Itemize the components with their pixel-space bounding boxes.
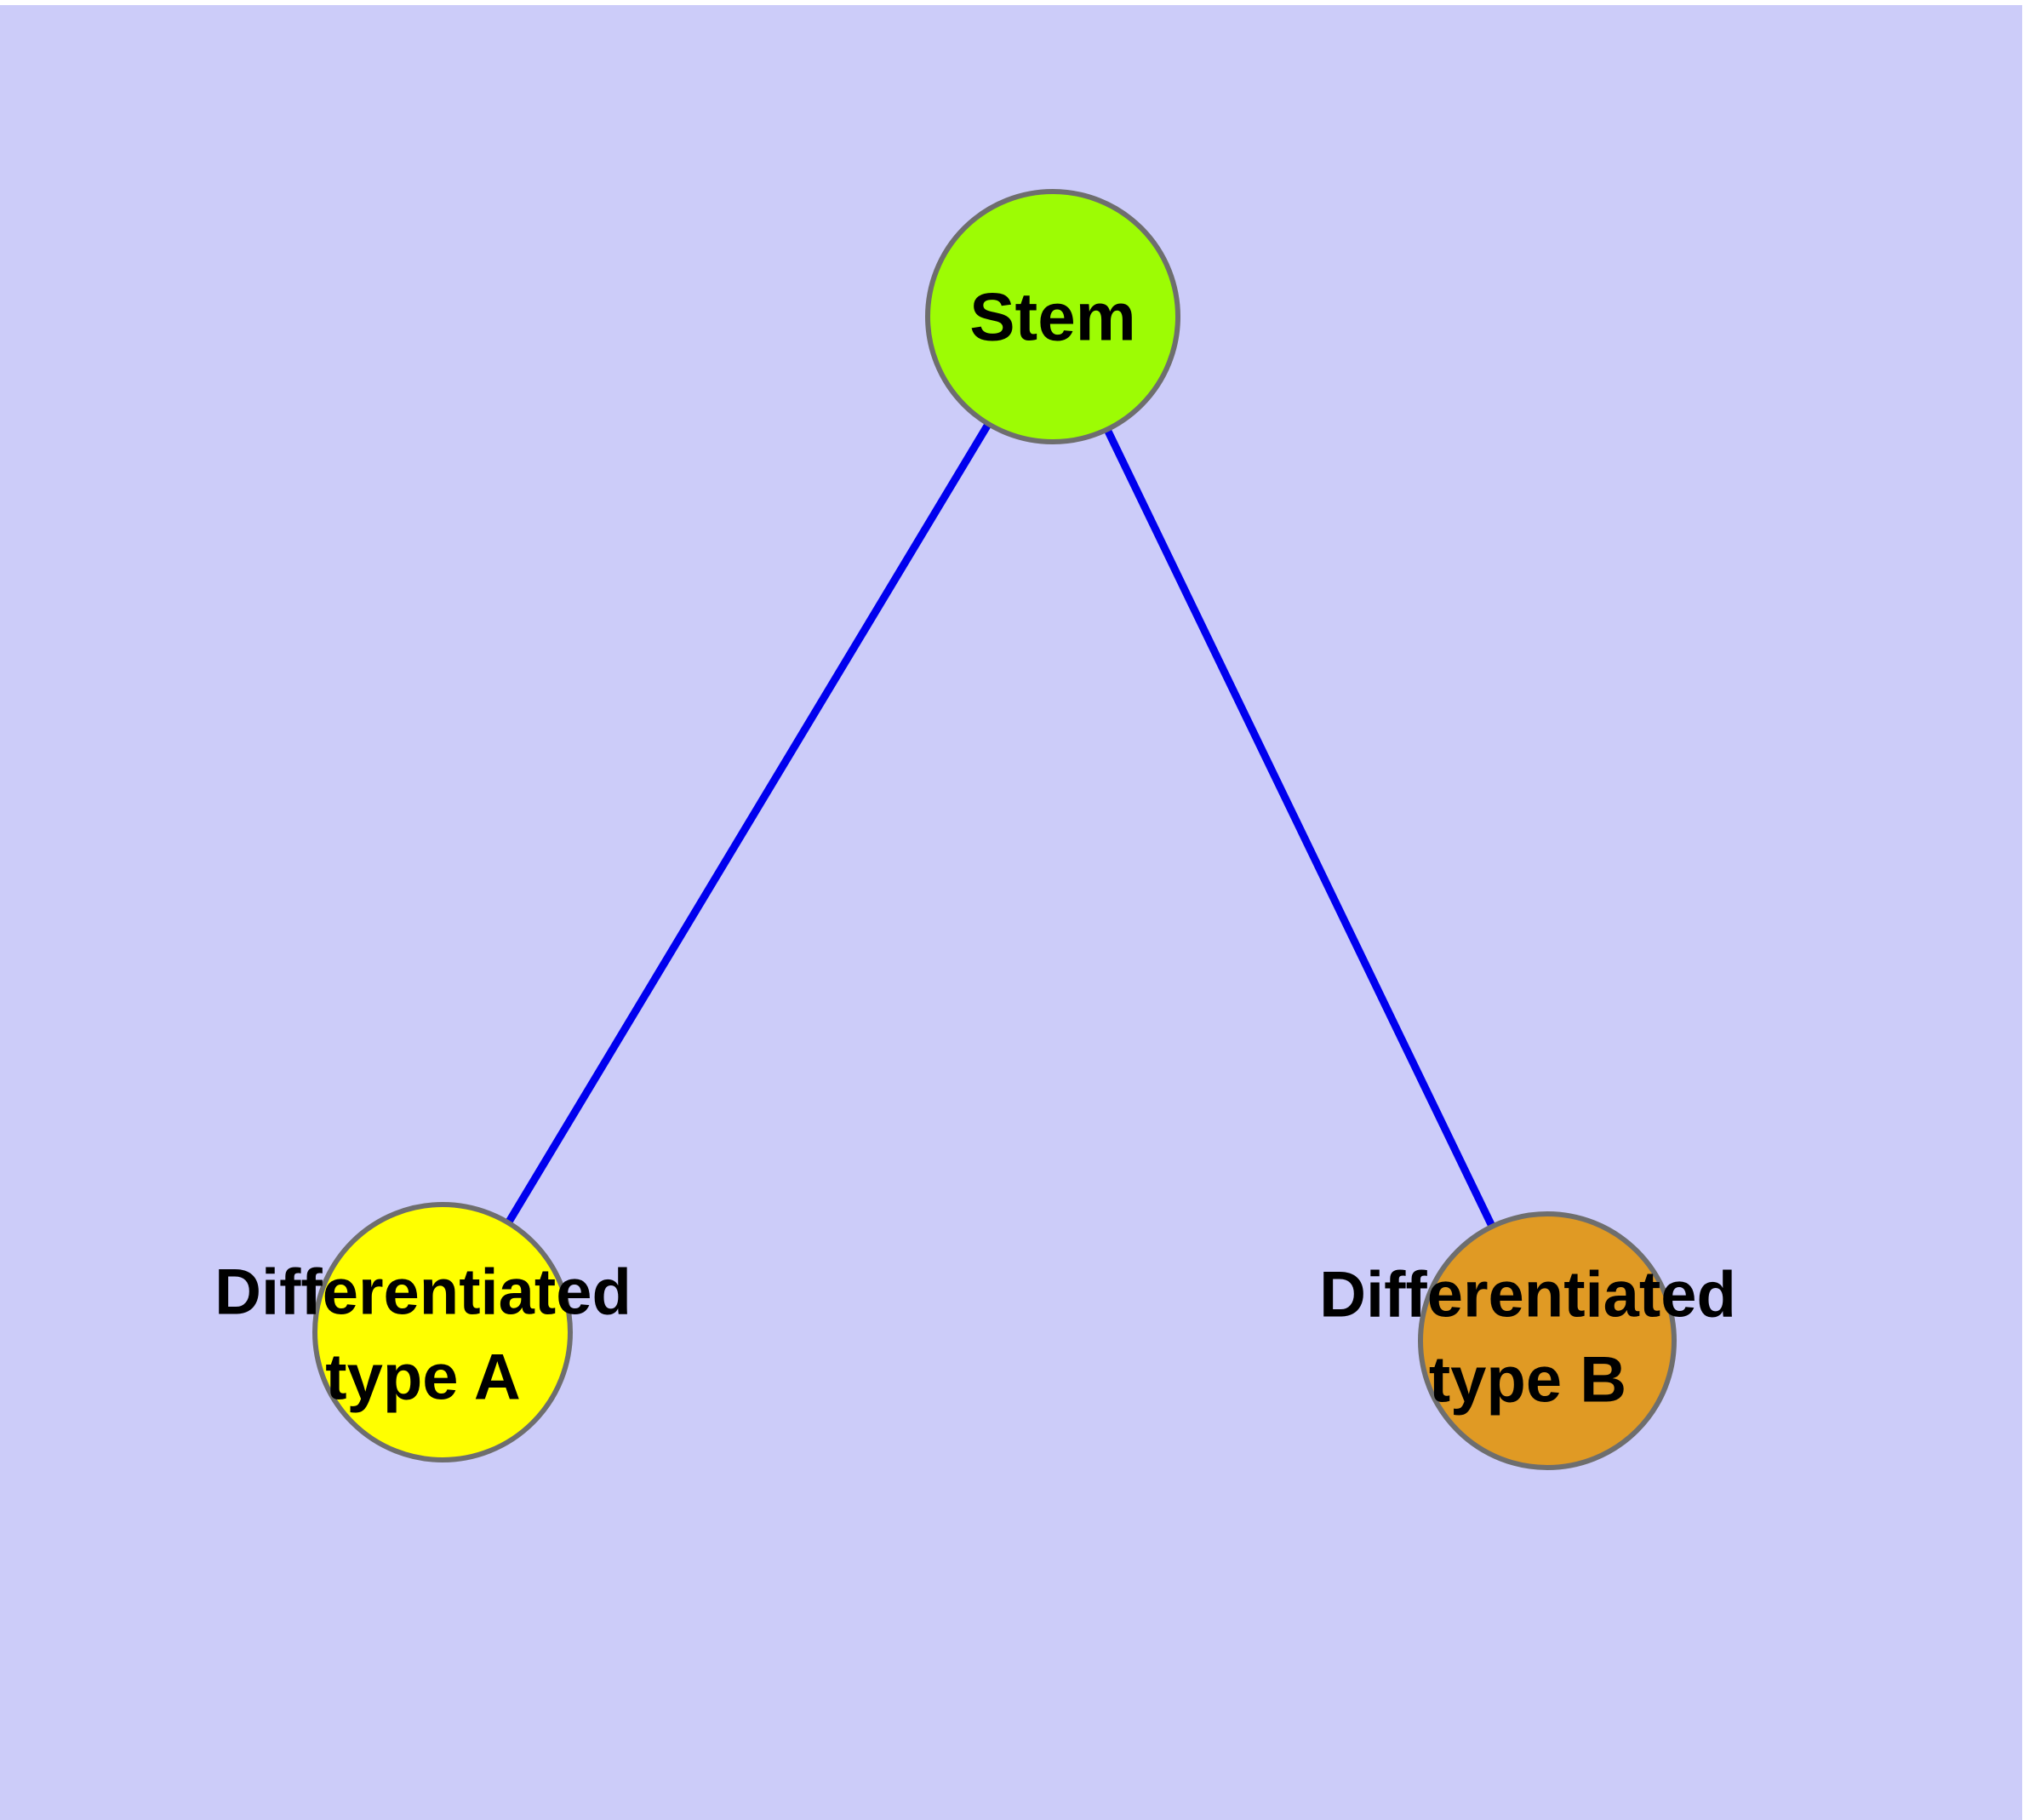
- node-label-group: Stem Differentiated type A Differentiate…: [214, 279, 1736, 1417]
- node-differentiated-type-a[interactable]: [312, 1202, 573, 1462]
- node-stem[interactable]: [925, 189, 1180, 444]
- edge-stem-to-differentiated-type-b[interactable]: [1049, 312, 1552, 1345]
- node-label-differentiated-type-a-line2: type A: [325, 1342, 520, 1414]
- node-group: [312, 189, 1677, 1470]
- node-differentiated-type-b[interactable]: [1418, 1211, 1677, 1470]
- edge-group: [438, 312, 1552, 1345]
- node-label-differentiated-type-a-line1: Differentiated: [214, 1256, 632, 1329]
- node-label-stem: Stem: [969, 279, 1136, 355]
- node-label-differentiated-type-b-line1: Differentiated: [1319, 1259, 1736, 1331]
- edge-stem-to-differentiated-type-a[interactable]: [438, 312, 1057, 1336]
- node-label-differentiated-type-b-line2: type B: [1429, 1344, 1626, 1417]
